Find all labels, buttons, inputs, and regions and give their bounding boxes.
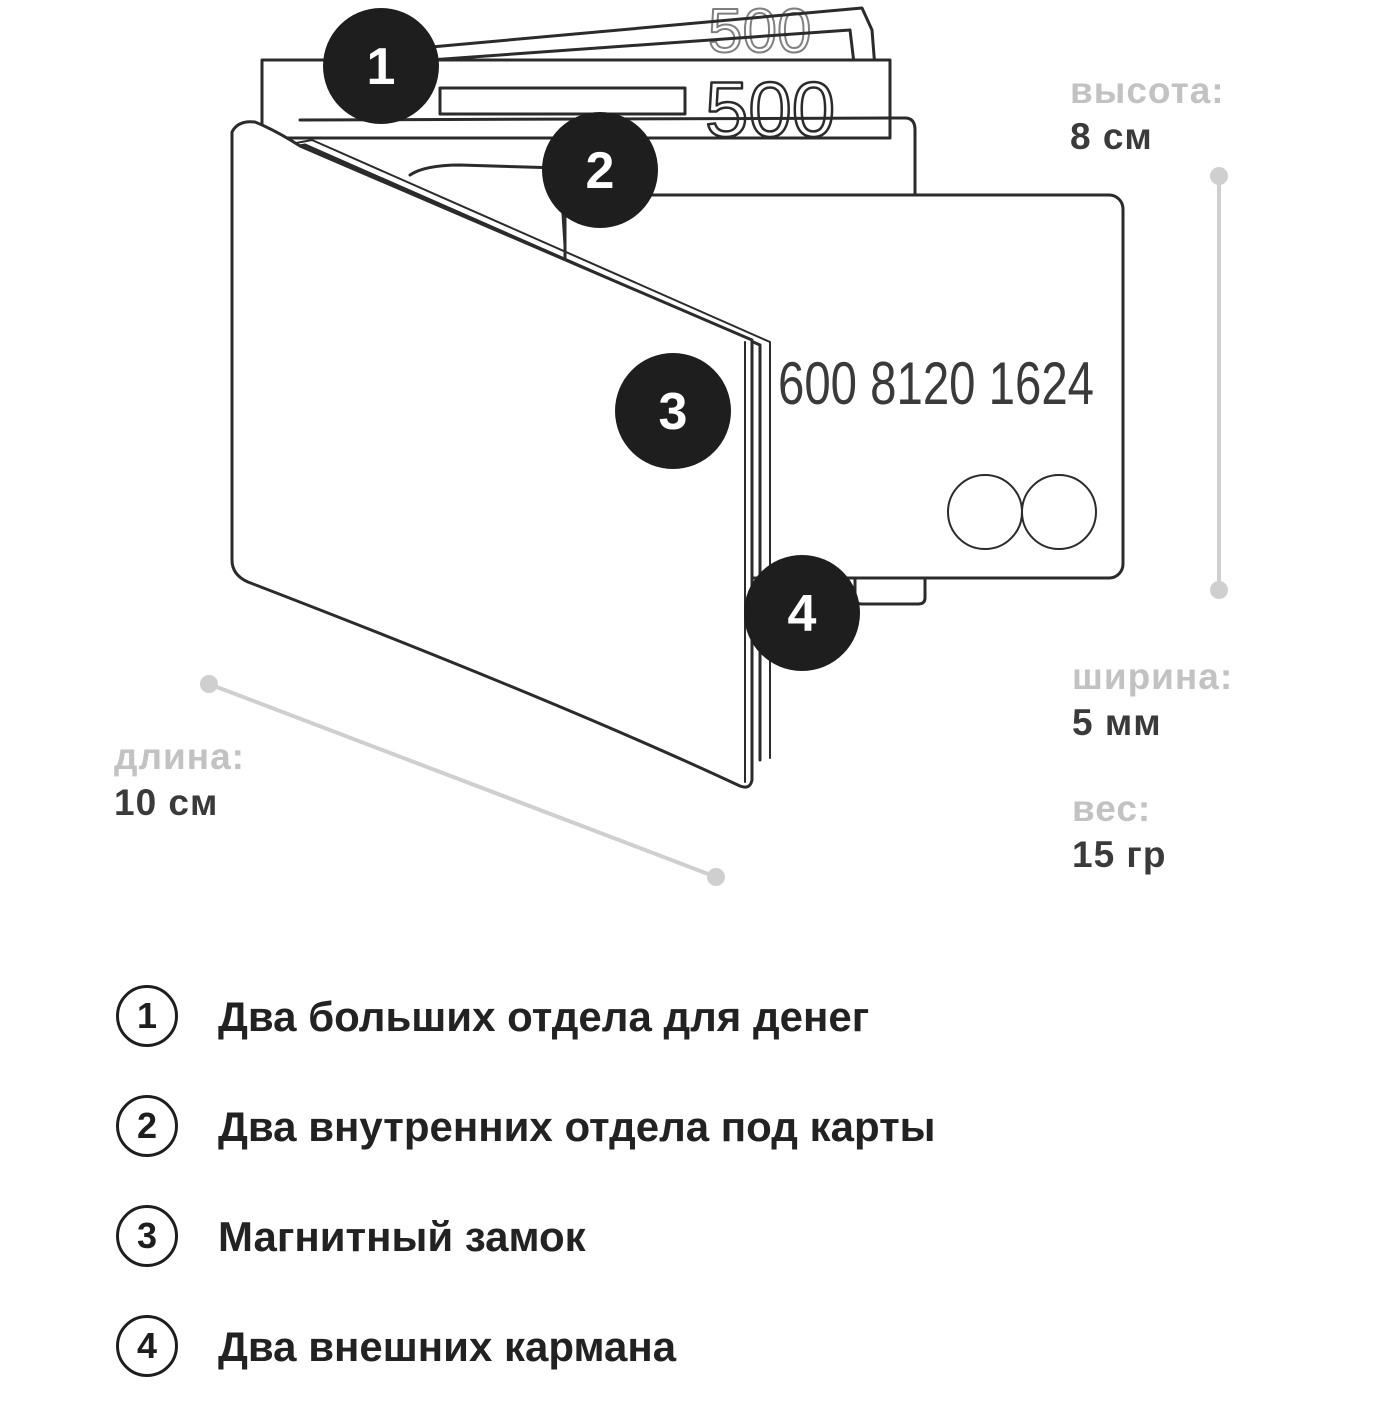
- svg-text:1: 1: [367, 38, 396, 96]
- dimension-length: длина: 10 см: [114, 734, 245, 826]
- legend-number-badge: 3: [116, 1205, 178, 1267]
- legend-text: Два больших отдела для денег: [218, 993, 870, 1040]
- legend-number-badge: 1: [116, 985, 178, 1047]
- legend-text: Два внутренних отдела под карты: [218, 1103, 936, 1150]
- badge-2: 2: [542, 112, 658, 228]
- dimension-value: 15 гр: [1072, 834, 1167, 875]
- card-number: 600 8120 1624: [778, 350, 1094, 417]
- dimension-label: вес:: [1072, 788, 1152, 829]
- dimension-label: ширина:: [1072, 656, 1234, 697]
- legend-text: Магнитный замок: [218, 1213, 586, 1260]
- overlapping-circles-icon: [947, 474, 1097, 550]
- svg-text:4: 4: [788, 585, 817, 643]
- dimension-weight: вес: 15 гр: [1072, 786, 1166, 878]
- dimension-width: ширина: 5 мм: [1072, 654, 1233, 746]
- wallet-illustration: 500 500 600 8120 1624: [200, 0, 1228, 886]
- dimension-value: 10 см: [114, 782, 219, 823]
- feature-legend: 1 Два больших отдела для денег 2 Два вну…: [116, 985, 1316, 1425]
- svg-text:3: 3: [659, 383, 688, 441]
- legend-item: 4 Два внешних кармана: [116, 1315, 1316, 1385]
- legend-item: 1 Два больших отдела для денег: [116, 985, 1316, 1055]
- inner-card: [408, 163, 567, 247]
- badge-4: 4: [744, 555, 860, 671]
- badge-3: 3: [615, 353, 731, 469]
- callout-badges: 1 2 3 4: [323, 8, 860, 671]
- wallet-back-panel: [298, 116, 917, 197]
- badge-1: 1: [323, 8, 439, 124]
- banknote-denomination: 500: [708, 0, 811, 66]
- dimension-value: 5 мм: [1072, 702, 1162, 743]
- svg-text:2: 2: [586, 142, 615, 200]
- legend-number-badge: 2: [116, 1095, 178, 1157]
- legend-number-badge: 4: [116, 1315, 178, 1377]
- dimension-label: высота:: [1070, 70, 1225, 111]
- dimension-height: высота: 8 см: [1070, 68, 1225, 160]
- legend-text: Два внешних кармана: [218, 1323, 677, 1370]
- wallet-front-cover: [230, 120, 754, 789]
- dimension-label: длина:: [114, 736, 245, 777]
- legend-item: 2 Два внутренних отдела под карты: [116, 1095, 1316, 1165]
- banknote-denomination: 500: [705, 65, 835, 153]
- legend-item: 3 Магнитный замок: [116, 1205, 1316, 1275]
- measure-lines: [200, 167, 1228, 886]
- dimension-value: 8 см: [1070, 116, 1153, 157]
